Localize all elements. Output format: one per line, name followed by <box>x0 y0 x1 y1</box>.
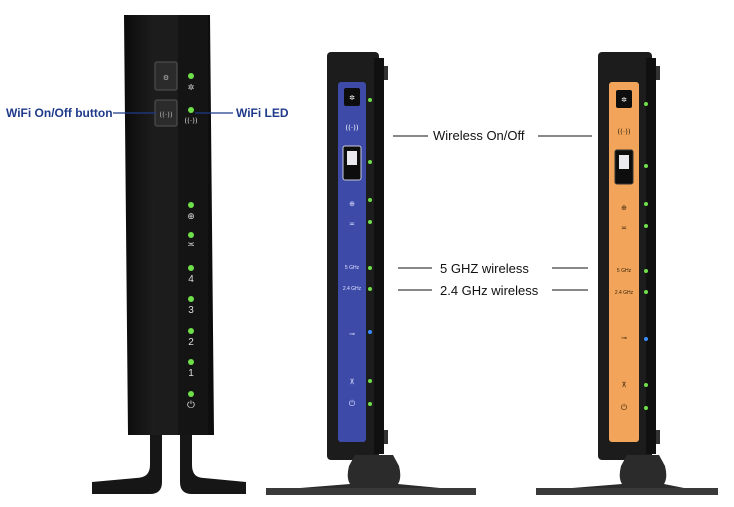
lan-icon: ⊼ <box>349 378 354 386</box>
led-port4 <box>188 265 194 271</box>
power-icon: ⏻ <box>621 403 628 412</box>
led-column-orange <box>644 102 648 410</box>
label-24ghz-wireless: 2.4 GHz wireless <box>440 283 539 298</box>
label-5ghz-wireless: 5 GHZ wireless <box>440 261 529 276</box>
usb-icon: ⊸ <box>621 334 627 342</box>
ethernet-icon: ≍ <box>621 224 627 232</box>
port2-label: 2 <box>188 337 194 348</box>
router-black: ⚙ ((·)) ✲ ((·)) ⊕ ≍ 4 3 2 1 ⏻ <box>92 15 246 494</box>
port4-label: 4 <box>188 274 194 285</box>
band5-label: 5 GHz <box>617 268 632 274</box>
router-blue: ✲ ((·)) ⊕ ≍ 5 GHz 2.4 GHz ⊸ ⊼ ⏻ <box>266 52 476 495</box>
power-icon: ⏻ <box>187 400 195 411</box>
svg-text:⚙: ⚙ <box>163 74 169 82</box>
lan-icon: ⊼ <box>621 381 626 389</box>
led-port2 <box>188 328 194 334</box>
wps-button <box>154 61 178 91</box>
internet-icon: ⊕ <box>349 200 355 208</box>
power-icon: ⏻ <box>349 399 356 408</box>
router-black-right-foot <box>180 435 246 494</box>
port1-label: 1 <box>188 368 194 379</box>
led-power <box>188 391 194 397</box>
svg-text:((·)): ((·)) <box>159 111 172 119</box>
band24-label: 2.4 GHz <box>615 290 634 296</box>
wireless-icon: ((·)) <box>345 124 358 132</box>
internet-icon: ⊕ <box>187 212 195 222</box>
router-orange-stand <box>536 455 718 493</box>
led-internet <box>188 202 194 208</box>
led-port3 <box>188 296 194 302</box>
led-port1 <box>188 359 194 365</box>
wps-icon: ✲ <box>188 83 195 92</box>
led-column-blue <box>368 98 372 406</box>
label-wifi-onoff-button: WiFi On/Off button <box>6 106 113 120</box>
led-column-black <box>188 73 194 397</box>
wps-icon: ✲ <box>349 94 355 102</box>
ethernet-icon: ≍ <box>187 240 195 250</box>
blue-panel <box>338 82 366 442</box>
internet-icon: ⊕ <box>621 204 627 212</box>
led-wifi <box>188 107 194 113</box>
router-blue-stand <box>266 455 476 493</box>
led-wps <box>188 73 194 79</box>
band5-label: 5 GHz <box>345 265 360 271</box>
port3-label: 3 <box>188 305 194 316</box>
led-ethernet <box>188 232 194 238</box>
ethernet-icon: ≍ <box>349 220 355 228</box>
router-black-left-foot <box>92 435 162 494</box>
usb-icon: ⊸ <box>349 330 355 338</box>
wps-icon: ✲ <box>621 96 627 104</box>
label-wifi-led: WiFi LED <box>236 106 289 120</box>
band24-label: 2.4 GHz <box>343 286 362 292</box>
router-orange: ✲ ((·)) ⊕ ≍ 5 GHz 2.4 GHz ⊸ ⊼ ⏻ <box>536 52 718 495</box>
wireless-icon: ((·)) <box>617 128 630 136</box>
label-wireless-onoff: Wireless On/Off <box>433 128 525 143</box>
wifi-icon: ((·)) <box>184 117 197 125</box>
